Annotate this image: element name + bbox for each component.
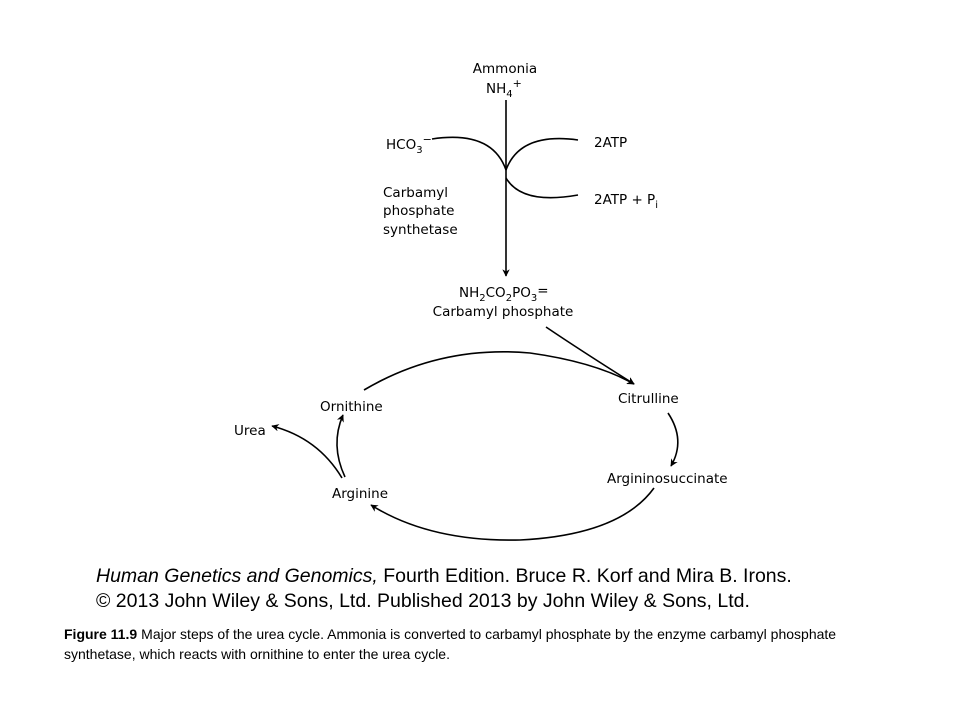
caption-text: Major steps of the urea cycle. Ammonia i…: [64, 626, 837, 662]
enzyme-label: Carbamyl phosphate synthetase: [383, 185, 459, 238]
bicarbonate-formula: HCO3−: [386, 133, 432, 156]
copyright-line: © 2013 John Wiley & Sons, Ltd. Published…: [96, 590, 750, 612]
carbamyl-to-citrulline-arrow: [545, 326, 635, 385]
arginine-label: Arginine: [332, 486, 388, 502]
atp-output-label: 2ATP + Pi: [594, 192, 658, 211]
arginine-to-ornithine-arrow: [336, 414, 346, 478]
urea-cycle-diagram: Ammonia NH4+ HCO3− 2ATP 2ATP + Pi Carbam…: [234, 61, 728, 541]
atp-output-curve: [505, 177, 579, 199]
ammonia-label: Ammonia: [473, 61, 537, 77]
ornithine-label: Ornithine: [320, 399, 383, 415]
argininosuccinate-to-arginine-arrow: [370, 487, 655, 541]
atp-input-label: 2ATP: [594, 135, 627, 151]
edition-authors: Fourth Edition. Bruce R. Korf and Mira B…: [377, 565, 792, 587]
carbamyl-phosphate-formula: NH2CO2PO3=: [459, 283, 549, 304]
argininosuccinate-label: Argininosuccinate: [607, 471, 728, 487]
figure-label: Figure 11.9: [64, 626, 138, 642]
carbamyl-phosphate-label: Carbamyl phosphate: [433, 304, 574, 320]
citrulline-label: Citrulline: [618, 391, 679, 407]
book-credit-line: Human Genetics and Genomics, Fourth Edit…: [96, 565, 792, 588]
ammonium-formula: NH4+: [486, 77, 522, 100]
book-title: Human Genetics and Genomics,: [96, 565, 378, 587]
arginine-to-urea-arrow: [271, 424, 343, 479]
citrulline-to-argininosuccinate-arrow: [667, 412, 679, 467]
urea-label: Urea: [234, 423, 266, 439]
atp-input-curve: [505, 137, 579, 171]
bicarbonate-input-curve: [431, 136, 507, 171]
ornithine-to-citrulline-arrow: [363, 350, 635, 391]
